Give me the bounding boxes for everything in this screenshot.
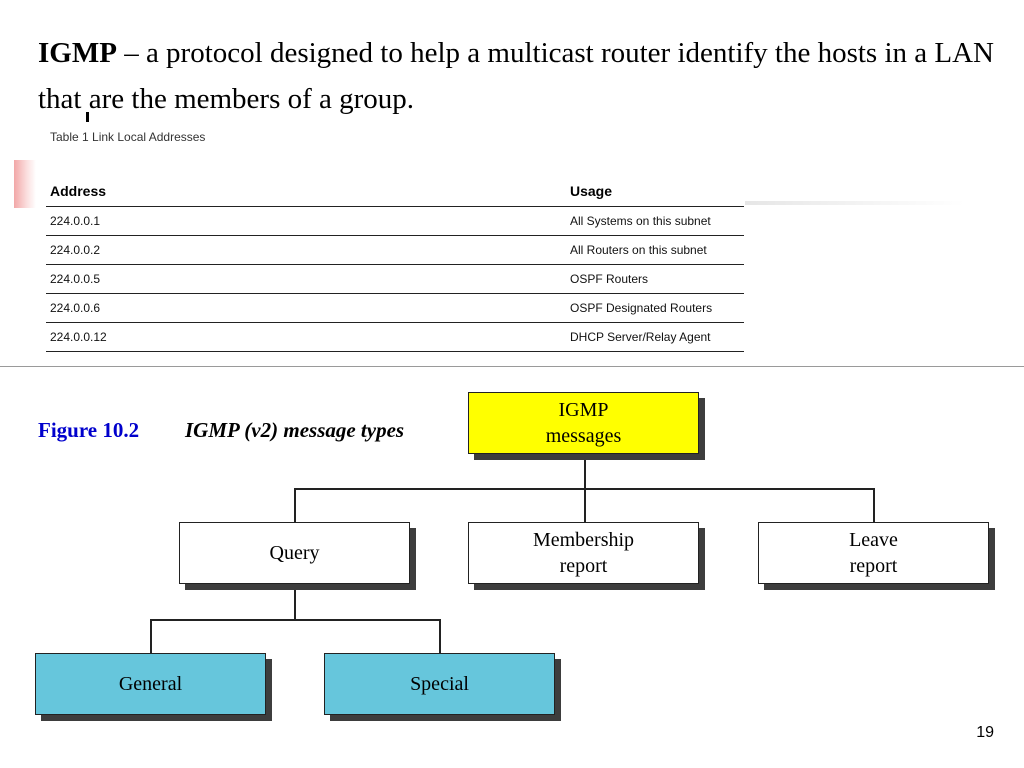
root-line1: IGMP [558, 399, 609, 421]
query-box: Query [179, 522, 410, 584]
leave-report-box: Leave report [758, 522, 989, 584]
decorative-red-bar [14, 160, 36, 208]
connector-query-down [294, 584, 296, 620]
connector-level2-horizontal [150, 619, 440, 621]
figure-label: Figure 10.2 [38, 418, 140, 442]
cell-address: 224.0.0.5 [46, 264, 566, 294]
table-row: 224.0.0.2 All Routers on this subnet [46, 235, 744, 265]
cell-address: 224.0.0.2 [46, 235, 566, 265]
connector-to-query [294, 488, 296, 522]
special-box: Special [324, 653, 555, 715]
table-row: 224.0.0.12 DHCP Server/Relay Agent [46, 322, 744, 352]
table-caption: Table 1 Link Local Addresses [50, 130, 206, 144]
connector-to-special [439, 619, 441, 653]
link-local-addresses-table: Address Usage 224.0.0.1 All Systems on t… [46, 176, 744, 352]
table-row: 224.0.0.1 All Systems on this subnet [46, 206, 744, 236]
heading-text: – a protocol designed to help a multicas… [38, 37, 994, 115]
cell-usage: All Routers on this subnet [566, 235, 744, 265]
table-header-row: Address Usage [46, 176, 744, 207]
leave-line2: report [849, 555, 898, 577]
membership-line1: Membership [532, 529, 635, 551]
cell-usage: OSPF Routers [566, 264, 744, 294]
membership-line2: report [559, 555, 608, 577]
header-usage: Usage [566, 176, 744, 207]
cell-address: 224.0.0.6 [46, 293, 566, 323]
general-box: General [35, 653, 266, 715]
connector-root-down [584, 453, 586, 489]
cell-address: 224.0.0.12 [46, 322, 566, 352]
figure-title: IGMP (v2) message types [185, 418, 405, 442]
leave-line1: Leave [849, 529, 898, 551]
decorative-tick [86, 112, 89, 122]
connector-to-general [150, 619, 152, 653]
cell-usage: All Systems on this subnet [566, 206, 744, 236]
general-label: General [118, 673, 183, 695]
table-row: 224.0.0.5 OSPF Routers [46, 264, 744, 294]
igmp-messages-box: IGMP messages [468, 392, 699, 454]
cell-usage: OSPF Designated Routers [566, 293, 744, 323]
membership-report-box: Membership report [468, 522, 699, 584]
heading-term: IGMP [38, 37, 117, 69]
slide-heading: IGMP – a protocol designed to help a mul… [38, 30, 998, 122]
header-address: Address [46, 176, 566, 207]
connector-to-membership [584, 488, 586, 522]
decorative-gray-line [745, 201, 965, 205]
query-label: Query [269, 542, 320, 564]
horizontal-divider [0, 366, 1024, 367]
cell-usage: DHCP Server/Relay Agent [566, 322, 744, 352]
cell-address: 224.0.0.1 [46, 206, 566, 236]
page-number: 19 [976, 724, 994, 741]
connector-to-leave [873, 488, 875, 522]
root-line2: messages [545, 425, 622, 447]
table-row: 224.0.0.6 OSPF Designated Routers [46, 293, 744, 323]
special-label: Special [410, 673, 469, 695]
